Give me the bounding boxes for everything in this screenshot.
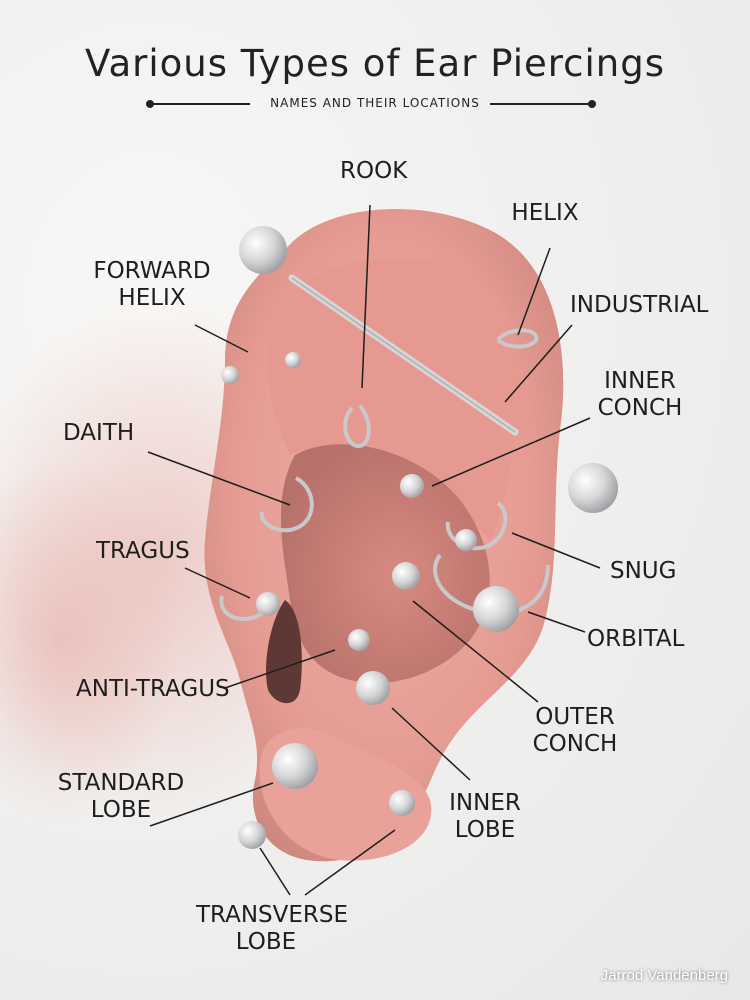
leader-transverse-lobe-right bbox=[304, 829, 396, 896]
leader-snug bbox=[511, 532, 601, 569]
label-orbital: ORBITAL bbox=[587, 626, 685, 652]
leader-daith bbox=[147, 451, 291, 506]
label-snug: SNUG bbox=[610, 558, 677, 584]
leader-lines bbox=[147, 204, 601, 896]
forward-helix-ball-small bbox=[221, 366, 239, 384]
rook-ball bbox=[285, 352, 301, 368]
transverse-lobe-ball bbox=[238, 821, 266, 849]
inner-lobe-ball-upper bbox=[356, 671, 390, 705]
leader-inner-conch bbox=[431, 417, 591, 487]
watercolor-wash-left bbox=[0, 460, 180, 820]
tragus-ball bbox=[256, 592, 280, 616]
label-inner-lobe: INNER LOBE bbox=[449, 790, 521, 843]
leader-rook bbox=[361, 204, 371, 389]
scapha-fossa bbox=[266, 257, 521, 540]
rook-ring bbox=[343, 404, 371, 449]
page-subtitle: NAMES AND THEIR LOCATIONS bbox=[270, 96, 480, 110]
artist-watermark: Jarrod Vandenberg bbox=[600, 967, 728, 984]
subtitle-right-rule bbox=[490, 103, 590, 105]
forward-helix-ball-large bbox=[239, 226, 287, 274]
leader-inner-lobe bbox=[391, 707, 471, 781]
snug-ring bbox=[445, 501, 508, 551]
orbital-ball bbox=[473, 586, 519, 632]
helix-ring bbox=[496, 328, 539, 349]
industrial-end-ball bbox=[568, 463, 618, 513]
label-anti-tragus: ANTI-TRAGUS bbox=[76, 676, 230, 702]
conch-bowl bbox=[280, 444, 490, 684]
label-helix: HELIX bbox=[511, 200, 579, 226]
label-outer-conch: OUTER CONCH bbox=[532, 704, 618, 757]
leader-forward-helix bbox=[194, 324, 249, 353]
inner-conch-ball bbox=[400, 474, 424, 498]
leader-standard-lobe bbox=[149, 782, 274, 827]
leader-transverse-lobe-left bbox=[259, 847, 291, 896]
inner-lobe-ball-lower bbox=[389, 790, 415, 816]
label-tragus: TRAGUS bbox=[96, 538, 190, 564]
subtitle-left-rule bbox=[150, 103, 250, 105]
snug-ball bbox=[455, 529, 477, 551]
label-industrial: INDUSTRIAL bbox=[570, 292, 709, 318]
leader-helix bbox=[517, 247, 551, 336]
outer-conch-ball bbox=[392, 562, 420, 590]
leader-tragus bbox=[184, 567, 251, 599]
label-rook: ROOK bbox=[340, 158, 408, 184]
subtitle-right-dot bbox=[588, 100, 596, 108]
label-daith: DAITH bbox=[63, 420, 135, 446]
leader-outer-conch bbox=[412, 600, 539, 703]
label-standard-lobe: STANDARD LOBE bbox=[57, 770, 185, 823]
ear-canal bbox=[265, 600, 302, 704]
standard-lobe-ball bbox=[272, 743, 318, 789]
leader-anti-tragus bbox=[224, 649, 336, 689]
anti-tragus-ball bbox=[348, 629, 370, 651]
page-title: Various Types of Ear Piercings bbox=[85, 42, 665, 85]
label-transverse-lobe: TRANSVERSE LOBE bbox=[196, 902, 349, 955]
label-inner-conch: INNER CONCH bbox=[597, 368, 683, 421]
daith-ring bbox=[259, 476, 314, 533]
leader-orbital bbox=[527, 611, 586, 633]
label-forward-helix: FORWARD HELIX bbox=[93, 258, 211, 311]
leader-industrial bbox=[504, 324, 573, 403]
